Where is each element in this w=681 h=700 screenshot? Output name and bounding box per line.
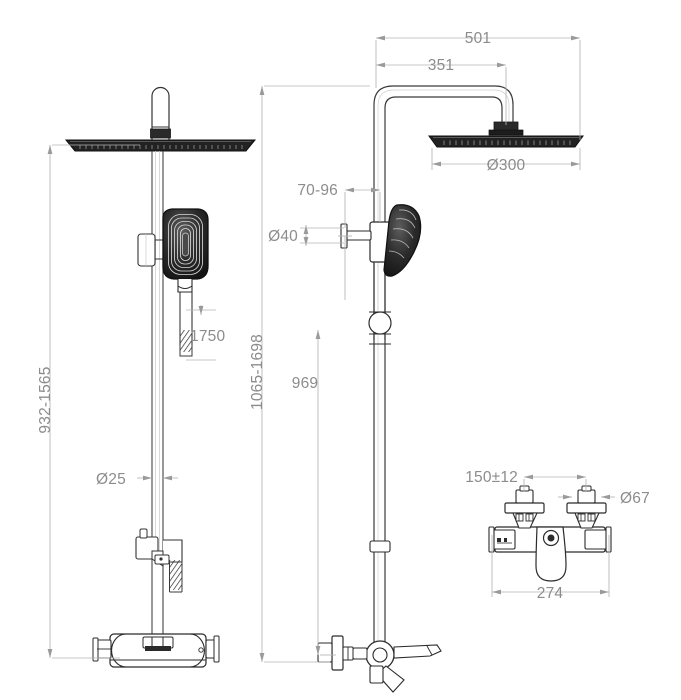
dim-label-hose-length: 1750 xyxy=(190,328,225,345)
dim-valve-inlet-centres xyxy=(523,474,587,492)
dim-label-front-overall-height: 932-1565 xyxy=(37,366,54,433)
dim-label-bracket-diameter: Ø40 xyxy=(268,228,298,245)
dim-bracket-projection xyxy=(344,187,381,228)
dim-label-side-overall-height: 1065-1698 xyxy=(249,334,266,410)
dim-label-arm-reach-inner: 351 xyxy=(428,57,454,74)
dim-valve-overall-width xyxy=(491,535,610,597)
front-hand-shower xyxy=(162,208,209,293)
dimension-layer xyxy=(47,35,615,663)
valve-left-handle xyxy=(504,485,545,529)
front-elevation-view xyxy=(64,86,257,668)
side-valve-and-spout xyxy=(317,635,442,693)
dim-label-arm-reach-total: 501 xyxy=(465,30,491,47)
front-top-pipe xyxy=(150,86,171,140)
dim-side-spout-height xyxy=(315,330,336,656)
dim-label-valve-inlet-centres: 150±12 xyxy=(465,469,518,486)
side-lower-collar xyxy=(369,540,391,553)
dim-label-bracket-projection: 70-96 xyxy=(297,182,338,199)
side-rain-head xyxy=(428,121,584,148)
front-handshower-bracket xyxy=(137,233,167,267)
front-slider-block xyxy=(135,528,183,567)
dim-rain-head-diameter xyxy=(431,148,581,170)
valve-detail-view xyxy=(488,485,612,582)
dim-label-valve-overall-width: 274 xyxy=(537,585,564,602)
front-hose-lower xyxy=(169,560,183,593)
valve-right-handle xyxy=(566,485,607,529)
dim-label-valve-handle-diameter: Ø67 xyxy=(620,490,650,507)
dim-label-rain-head-diameter: Ø300 xyxy=(487,157,526,174)
side-riser-column xyxy=(373,225,386,648)
dim-label-side-spout-height: 969 xyxy=(292,375,318,392)
dim-side-overall-height xyxy=(259,85,370,663)
dim-hose-length xyxy=(186,305,216,361)
dim-bracket-diameter xyxy=(300,225,352,300)
side-hand-shower xyxy=(383,204,422,277)
front-rain-head xyxy=(64,139,257,152)
dim-arm-reach-inner xyxy=(376,62,507,125)
side-slider-ring xyxy=(368,311,392,345)
front-hose-upper xyxy=(179,292,193,357)
front-mixer-body xyxy=(92,633,220,668)
dim-front-overall-height xyxy=(47,144,140,659)
dim-label-riser-diameter: Ø25 xyxy=(96,471,126,488)
dim-arm-reach-total xyxy=(375,35,581,140)
side-top-arm xyxy=(373,85,514,340)
side-handshower-bracket xyxy=(340,221,391,263)
dimension-text-layer: 932-1565 1750 Ø25 1065-1698 969 501 351 … xyxy=(37,30,650,602)
